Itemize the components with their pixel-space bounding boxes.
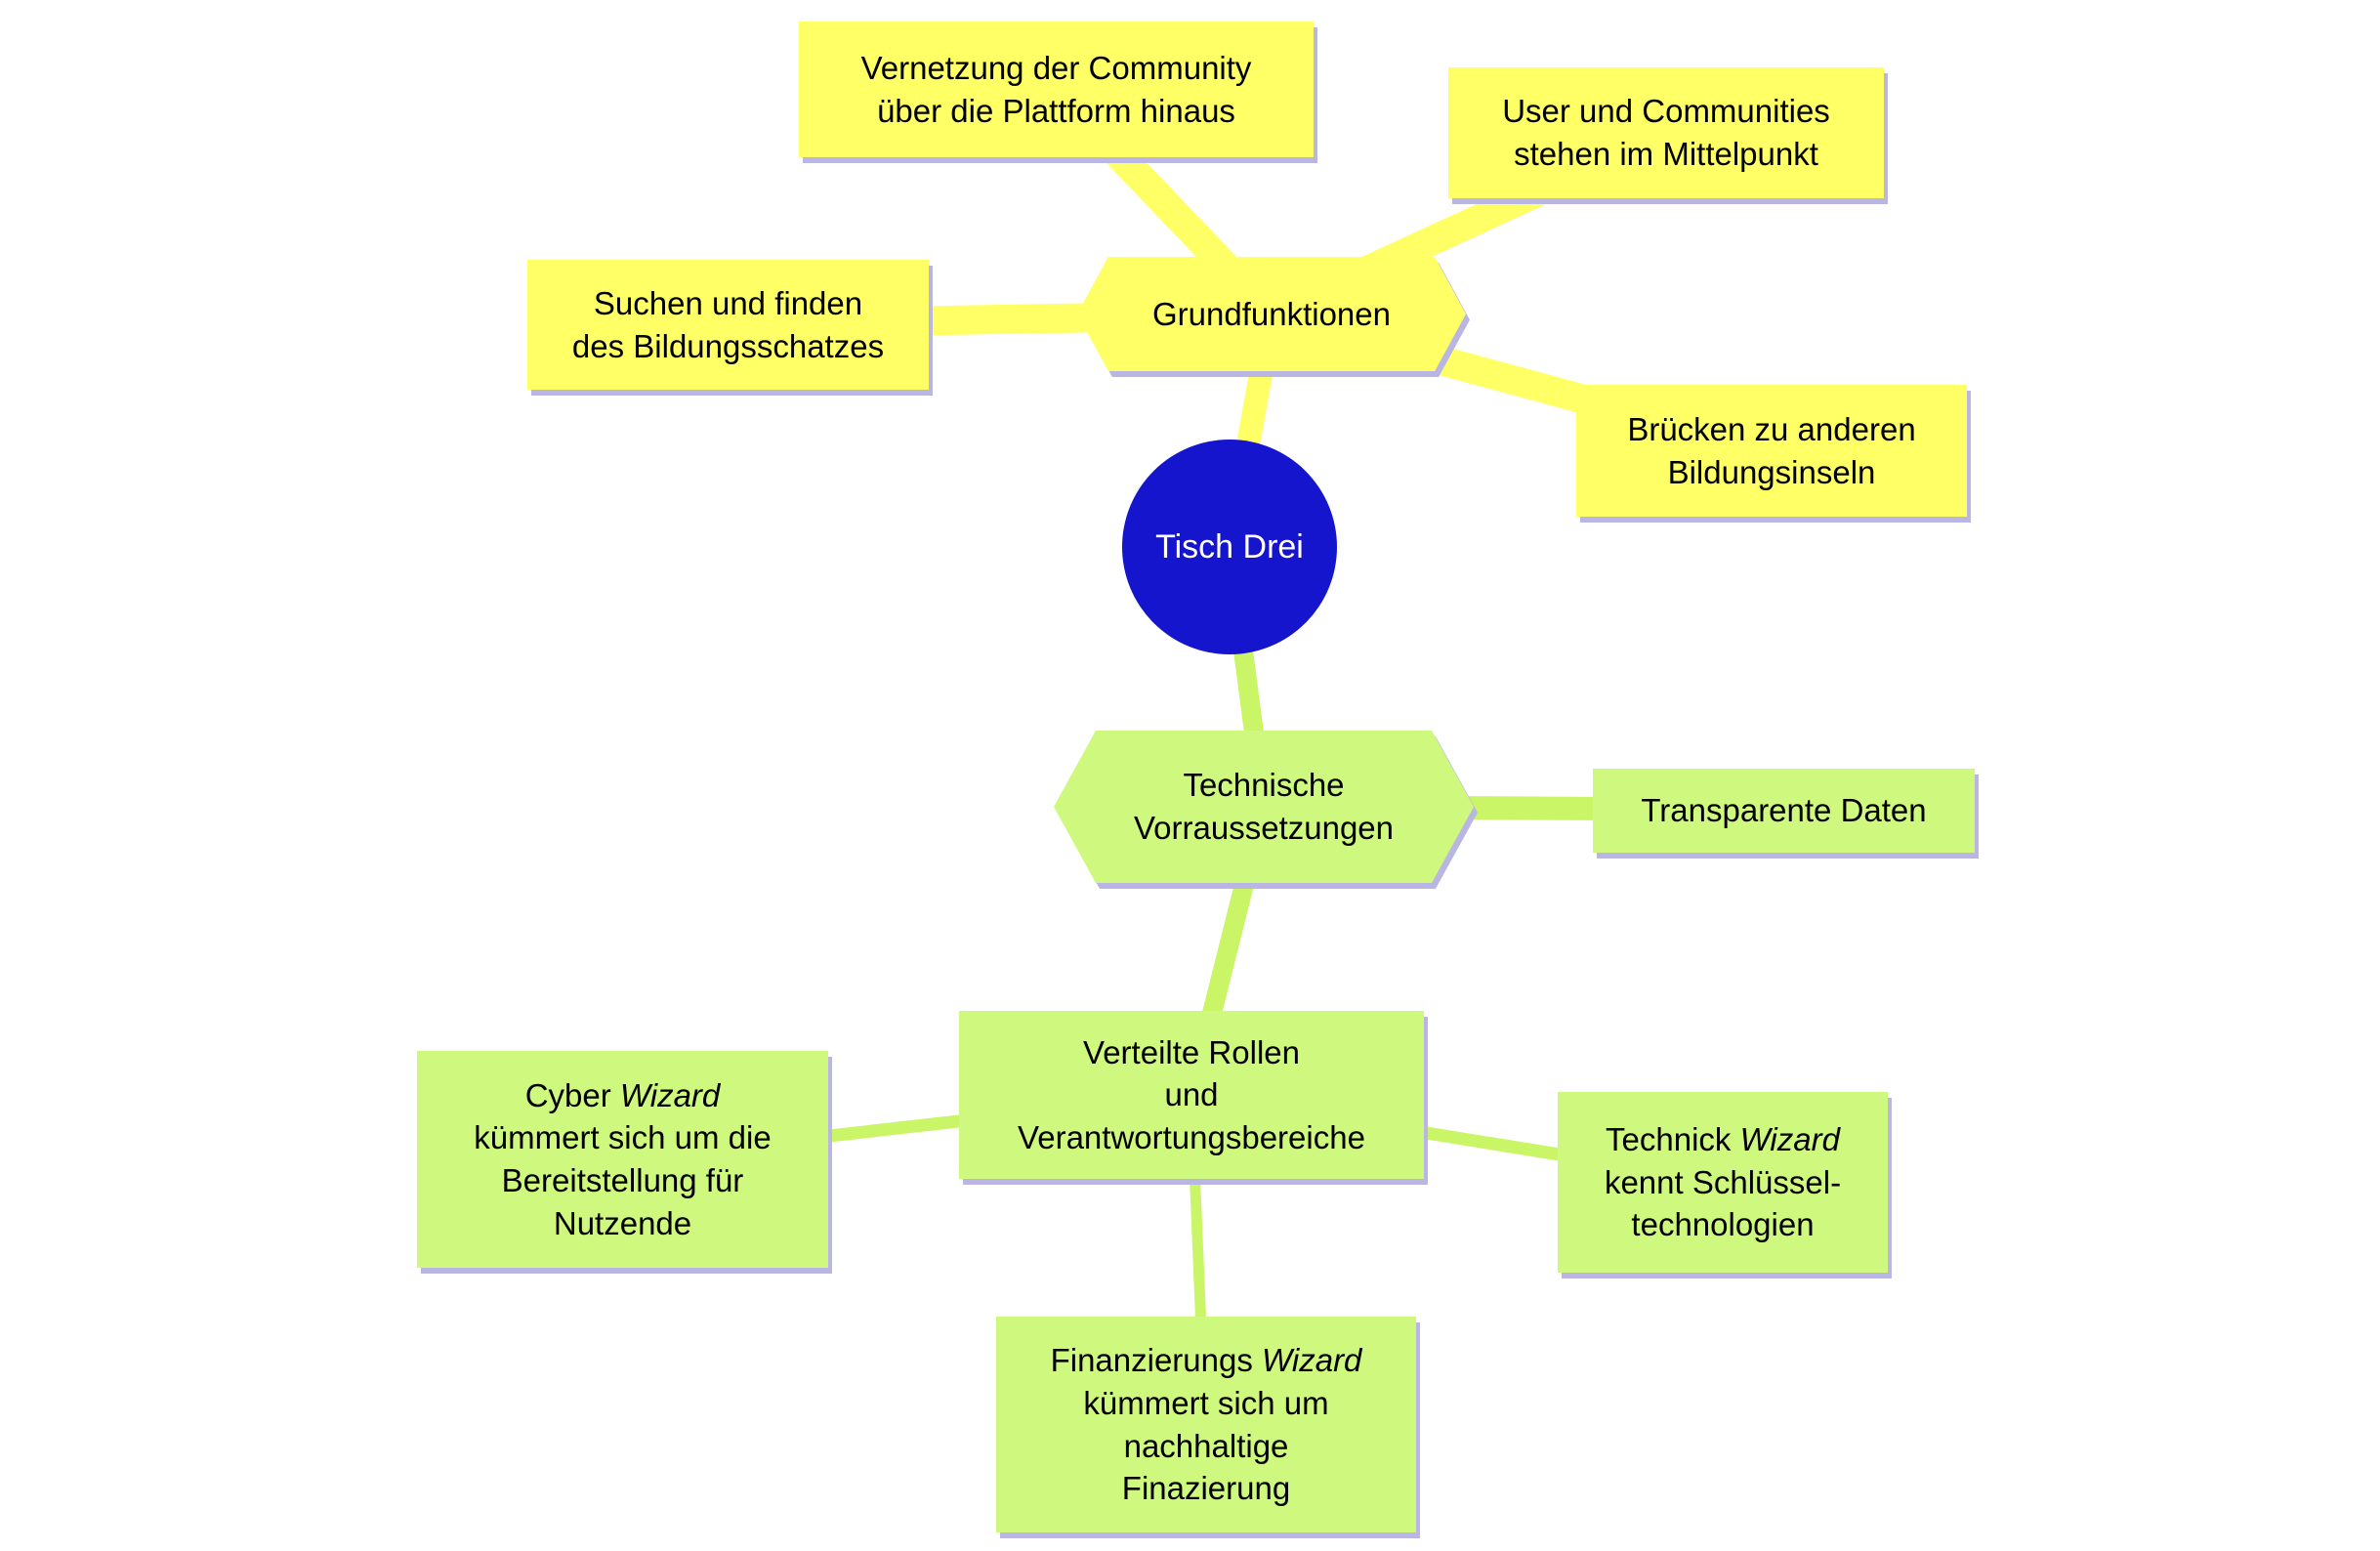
- node-label: Suchen und finden des Bildungsschatzes: [571, 284, 885, 364]
- label-text: Technick: [1606, 1121, 1740, 1158]
- node-label: Technische Vorraussetzungen: [1133, 767, 1394, 846]
- label-italic: Wizard: [619, 1076, 721, 1113]
- node-cyber-wizard[interactable]: Cyber Wizard kümmert sich um die Bereits…: [417, 1051, 828, 1268]
- label-text: kümmert sich um die Bereitstellung für N…: [474, 1119, 772, 1241]
- label-text: Finanzierungs: [1050, 1342, 1263, 1379]
- node-label: Tisch Drei: [1155, 527, 1304, 566]
- node-verteilte-rollen[interactable]: Verteilte Rollen und Verantwortungsberei…: [959, 1011, 1424, 1179]
- node-label: User und Communities stehen im Mittelpun…: [1502, 93, 1830, 172]
- node-label: Technick Wizard kennt Schlüssel- technol…: [1605, 1118, 1841, 1246]
- node-transparente-daten[interactable]: Transparente Daten: [1593, 769, 1975, 853]
- node-grundfunktionen[interactable]: Grundfunktionen: [1077, 257, 1466, 371]
- node-label: Transparente Daten: [1641, 792, 1927, 829]
- hexagon-shape: Grundfunktionen: [1077, 257, 1466, 371]
- node-label: Cyber Wizard kümmert sich um die Bereits…: [474, 1074, 771, 1244]
- node-label: Brücken zu anderen Bildungsinseln: [1627, 410, 1916, 490]
- node-tisch-drei-center[interactable]: Tisch Drei: [1122, 440, 1337, 654]
- label-text: kennt Schlüssel- technologien: [1604, 1163, 1842, 1243]
- node-label: Finanzierungs Wizard kümmert sich um nac…: [1051, 1339, 1362, 1509]
- node-technische-vorraussetzungen[interactable]: Technische Vorraussetzungen: [1054, 731, 1474, 883]
- node-technick-wizard[interactable]: Technick Wizard kennt Schlüssel- technol…: [1558, 1092, 1888, 1273]
- node-label: Vernetzung der Community über die Plattf…: [860, 49, 1252, 129]
- label-text: kümmert sich um nachhaltige Finazierung: [1083, 1384, 1329, 1507]
- node-label: Grundfunktionen: [1151, 295, 1391, 332]
- label-italic: Wizard: [1739, 1121, 1840, 1158]
- label-text: Cyber: [524, 1076, 620, 1113]
- node-finanzierungs-wizard[interactable]: Finanzierungs Wizard kümmert sich um nac…: [996, 1317, 1416, 1532]
- node-user-communities[interactable]: User und Communities stehen im Mittelpun…: [1448, 67, 1884, 198]
- node-vernetzung[interactable]: Vernetzung der Community über die Plattf…: [799, 21, 1314, 157]
- node-label: Verteilte Rollen und Verantwortungsberei…: [1018, 1033, 1365, 1155]
- label-italic: Wizard: [1262, 1342, 1362, 1379]
- node-bruecken[interactable]: Brücken zu anderen Bildungsinseln: [1576, 385, 1967, 517]
- hexagon-shape: Technische Vorraussetzungen: [1054, 731, 1474, 883]
- node-suchen-finden[interactable]: Suchen und finden des Bildungsschatzes: [527, 260, 929, 390]
